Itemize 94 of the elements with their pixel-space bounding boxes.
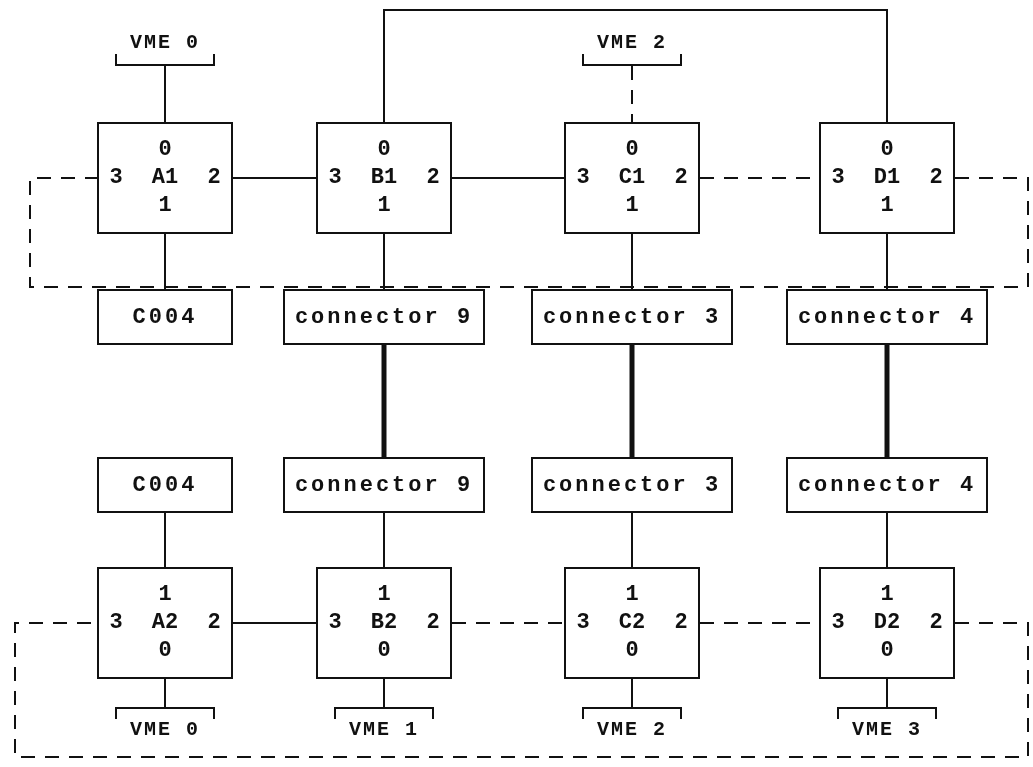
switch-box (316, 122, 452, 234)
port-number: 3 (831, 167, 845, 189)
link-line (164, 512, 166, 568)
connector-label: connector 3 (542, 304, 722, 330)
port-number: 3 (576, 612, 590, 634)
dashed-link (14, 622, 1029, 758)
port-number: 1 (158, 584, 172, 606)
connector-label: C004 (132, 472, 198, 498)
port-number: 1 (377, 195, 391, 217)
connector-label: connector 4 (797, 472, 977, 498)
cable-link (381, 345, 387, 457)
dashed-link (631, 65, 633, 123)
link-line (631, 233, 633, 290)
port-number: 1 (880, 584, 894, 606)
link-line (631, 678, 633, 708)
switch-label: A2 (151, 612, 179, 634)
link-line (886, 233, 888, 290)
port-number: 1 (158, 195, 172, 217)
connector-box (531, 289, 733, 345)
switch-label: A1 (151, 167, 179, 189)
connector-box (283, 457, 485, 513)
bus-label: VME 2 (597, 32, 667, 54)
switch-label: C1 (618, 167, 646, 189)
port-number: 2 (426, 167, 440, 189)
port-number: 1 (880, 195, 894, 217)
port-number: 0 (625, 640, 639, 662)
bus-label: VME 3 (852, 719, 922, 741)
connector-box (786, 289, 988, 345)
port-number: 1 (625, 195, 639, 217)
switch-box (97, 122, 233, 234)
link-line (164, 233, 166, 290)
connector-label: connector 3 (542, 472, 722, 498)
port-number: 2 (674, 167, 688, 189)
port-number: 1 (625, 584, 639, 606)
link-line (232, 622, 317, 624)
port-number: 2 (426, 612, 440, 634)
switch-box (819, 567, 955, 679)
switch-label: B1 (370, 167, 398, 189)
switch-box (564, 122, 700, 234)
link-line (451, 177, 565, 179)
switch-box (97, 567, 233, 679)
cable-link (629, 345, 635, 457)
link-line (383, 678, 385, 708)
port-number: 2 (207, 167, 221, 189)
switch-box (819, 122, 955, 234)
port-number: 3 (831, 612, 845, 634)
connector-box (97, 457, 233, 513)
port-number: 3 (109, 612, 123, 634)
switch-label: D2 (873, 612, 901, 634)
link-line (383, 512, 385, 568)
port-number: 0 (377, 640, 391, 662)
port-number: 0 (377, 139, 391, 161)
port-number: 3 (328, 167, 342, 189)
bus-label: VME 0 (130, 719, 200, 741)
connector-label: C004 (132, 304, 198, 330)
link-line (164, 678, 166, 708)
switch-label: B2 (370, 612, 398, 634)
connector-box (531, 457, 733, 513)
port-number: 0 (880, 640, 894, 662)
link-line (383, 9, 888, 123)
switch-box (564, 567, 700, 679)
link-line (886, 678, 888, 708)
connector-box (283, 289, 485, 345)
switch-label: D1 (873, 167, 901, 189)
port-number: 1 (377, 584, 391, 606)
switch-box (316, 567, 452, 679)
connector-box (786, 457, 988, 513)
connector-label: connector 9 (294, 472, 474, 498)
port-number: 0 (625, 139, 639, 161)
bus-label: VME 0 (130, 32, 200, 54)
port-number: 0 (158, 139, 172, 161)
dashed-link (451, 622, 565, 624)
port-number: 2 (207, 612, 221, 634)
bus-label: VME 2 (597, 719, 667, 741)
connector-label: connector 4 (797, 304, 977, 330)
port-number: 0 (158, 640, 172, 662)
switch-label: C2 (618, 612, 646, 634)
cable-link (884, 345, 890, 457)
connector-box (97, 289, 233, 345)
port-number: 2 (929, 167, 943, 189)
connector-label: connector 9 (294, 304, 474, 330)
link-line (232, 177, 317, 179)
port-number: 2 (929, 612, 943, 634)
port-number: 3 (109, 167, 123, 189)
dashed-link (29, 177, 1029, 288)
port-number: 0 (880, 139, 894, 161)
port-number: 3 (328, 612, 342, 634)
link-line (164, 65, 166, 123)
bus-label: VME 1 (349, 719, 419, 741)
link-line (886, 512, 888, 568)
link-line (631, 512, 633, 568)
link-line (383, 233, 385, 290)
port-number: 3 (576, 167, 590, 189)
port-number: 2 (674, 612, 688, 634)
